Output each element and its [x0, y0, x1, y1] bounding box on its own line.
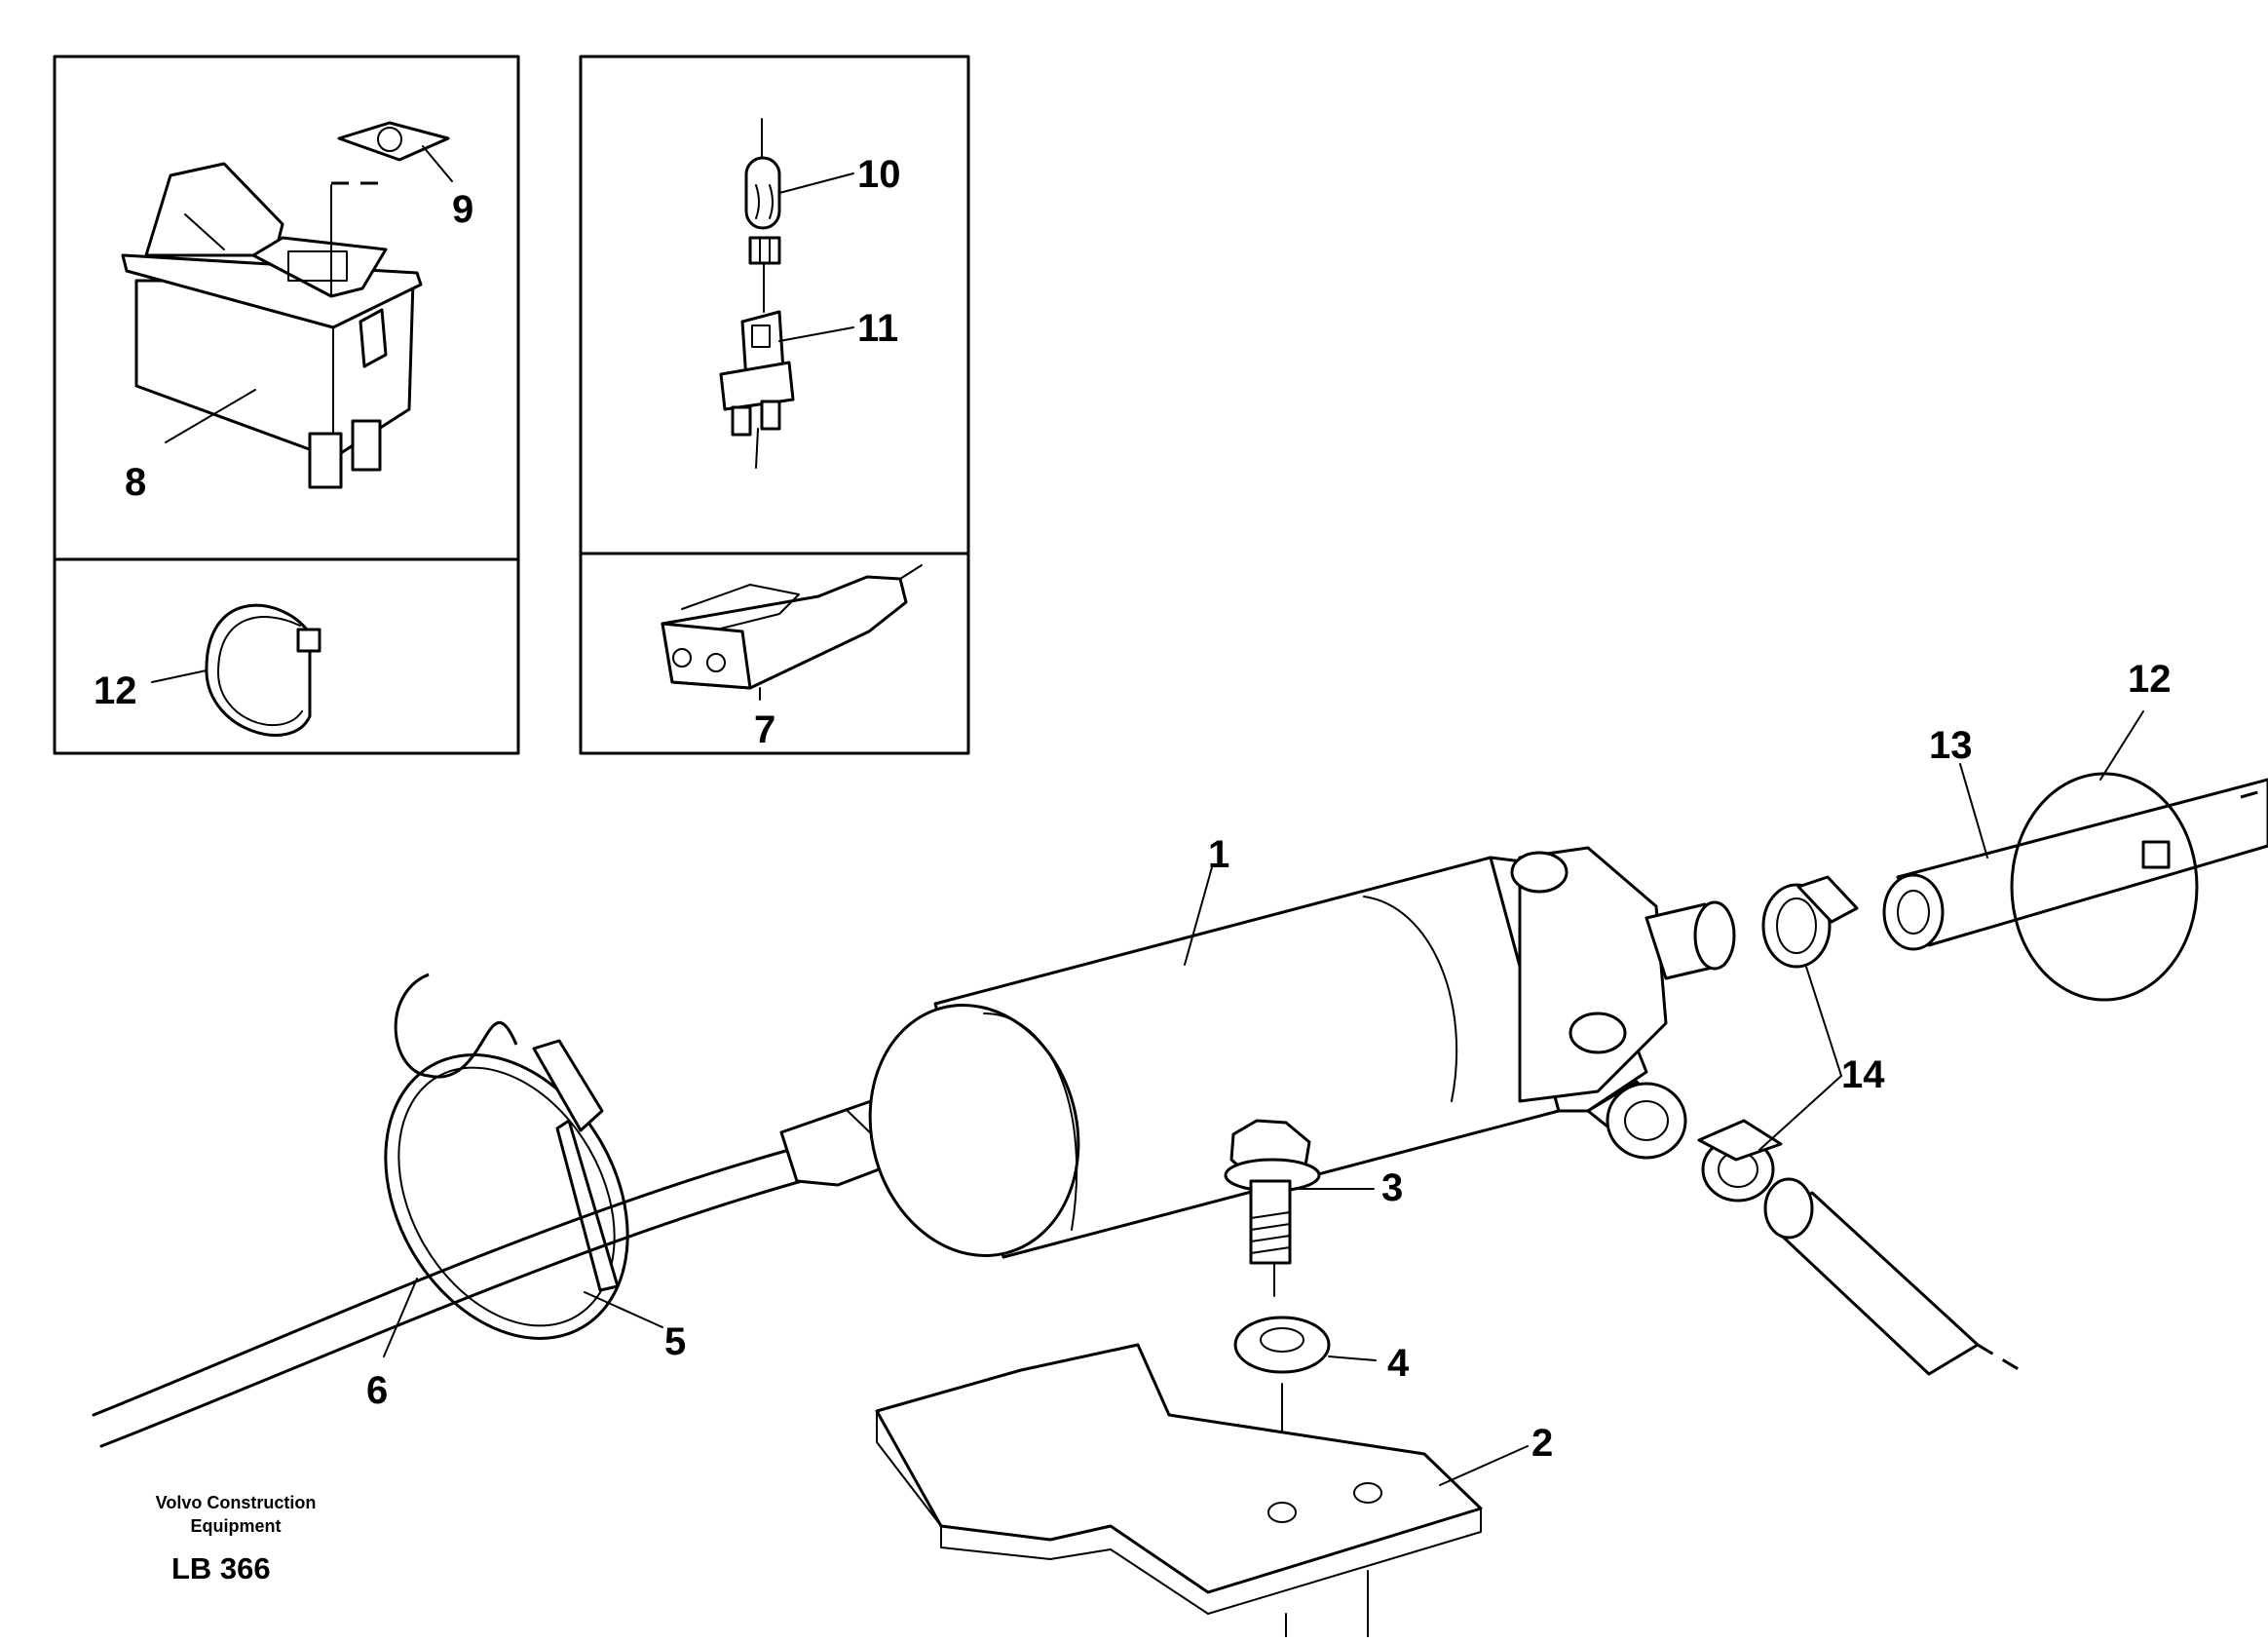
callout-12-main: 12 [2128, 658, 2172, 701]
callout-12-inset: 12 [94, 669, 137, 712]
callout-7: 7 [754, 708, 775, 751]
connector-part [661, 564, 923, 701]
hose-part [1882, 778, 2268, 951]
symbol-plate-part [337, 121, 450, 162]
bracket-part [875, 1343, 1483, 1638]
cable-tie-inset-part [205, 603, 321, 737]
callout-2: 2 [1531, 1422, 1553, 1465]
brand-line-1: Volvo Construction [156, 1493, 317, 1512]
pump-part [868, 846, 1736, 1259]
callout-8: 8 [125, 461, 146, 504]
leader-lines [151, 145, 2144, 1486]
lower-hose-part [1763, 1177, 2027, 1376]
callout-5: 5 [664, 1320, 686, 1363]
callout-10: 10 [857, 153, 901, 196]
bulb-part [744, 118, 781, 313]
callout-3: 3 [1381, 1166, 1403, 1209]
hose-clamp-small-part [1697, 875, 1859, 1203]
bulb-holder-part [719, 310, 795, 469]
callout-14: 14 [1841, 1053, 1885, 1096]
cable-part [92, 1097, 937, 1448]
callout-11: 11 [857, 307, 898, 350]
callout-13: 13 [1929, 724, 1973, 767]
hose-clamp-part [384, 973, 629, 1340]
callout-6: 6 [366, 1369, 388, 1412]
inset-panel-switch [53, 55, 520, 755]
rocker-switch-part [121, 162, 423, 489]
callout-9: 9 [452, 188, 473, 231]
bolt-part [1224, 1119, 1321, 1297]
diagram-code: LB 366 [171, 1551, 271, 1585]
callout-1: 1 [1208, 833, 1229, 876]
brand-line-2: Equipment [191, 1516, 282, 1536]
inset-panel-bulb [579, 55, 970, 755]
callout-4: 4 [1387, 1342, 1410, 1385]
